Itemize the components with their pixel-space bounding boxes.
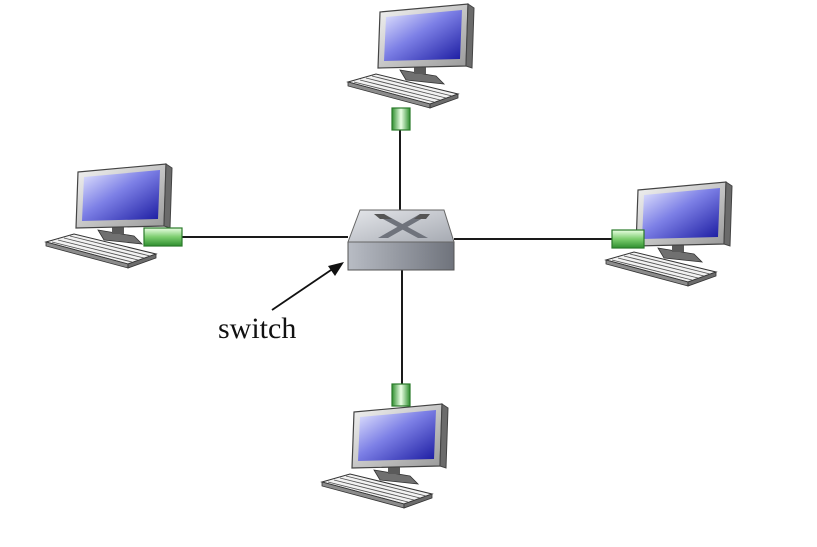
connector-left	[143, 227, 183, 247]
computer-top	[347, 3, 475, 109]
computer-left	[45, 163, 173, 269]
switch-label: switch	[218, 312, 297, 345]
cables	[182, 130, 612, 384]
computer-bottom	[321, 403, 449, 509]
switch-pointer-arrow	[271, 262, 344, 311]
connector-top	[391, 107, 411, 131]
connector-right	[611, 229, 645, 249]
connector-bottom	[391, 383, 411, 407]
network-switch-icon	[347, 209, 455, 271]
